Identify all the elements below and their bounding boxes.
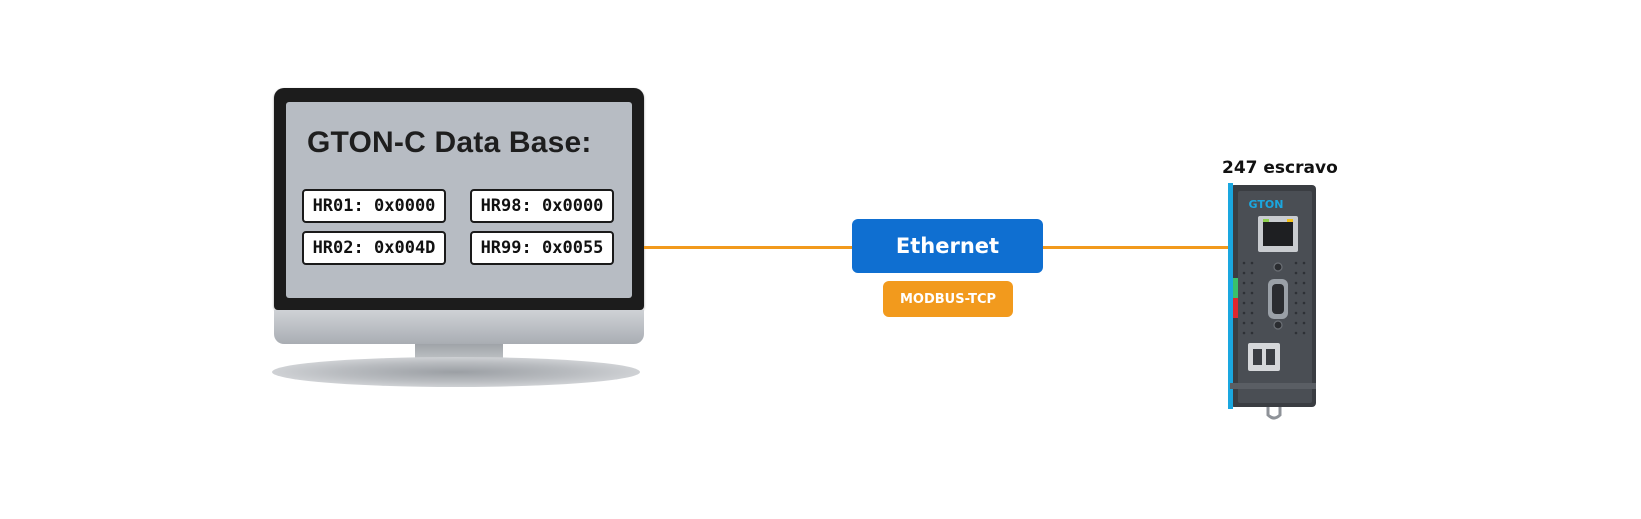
register-hr02: HR02 : 0x004D <box>302 231 446 265</box>
wire-ethernet-to-device <box>1043 246 1232 249</box>
register-value: 0x0000 <box>374 196 436 216</box>
register-hr01: HR01 : 0x0000 <box>302 189 446 223</box>
device-accent-stripe <box>1228 183 1233 409</box>
ethernet-label: Ethernet <box>852 219 1043 273</box>
register-name: HR99 <box>480 238 522 258</box>
protocol-badge: MODBUS-TCP <box>883 281 1013 317</box>
ethernet-port-icon <box>1263 222 1293 246</box>
screw-icon <box>1273 320 1283 330</box>
terminal-slot <box>1253 349 1262 365</box>
monitor-stand-base <box>272 357 640 387</box>
device-brand-logo: GTON <box>1249 198 1284 211</box>
register-separator: : <box>353 196 374 216</box>
serial-port-socket <box>1272 284 1284 314</box>
error-led-strip <box>1230 298 1238 318</box>
slave-device-label: 247 escravo <box>1222 158 1338 178</box>
register-hr98: HR98 : 0x0000 <box>470 189 614 223</box>
terminal-slot <box>1266 349 1275 365</box>
register-name: HR01 <box>312 196 354 216</box>
register-separator: : <box>521 196 542 216</box>
din-rail-mount <box>1230 383 1316 389</box>
device-vent-pattern <box>1242 261 1306 335</box>
port-led <box>1287 219 1293 222</box>
register-value: 0x0055 <box>542 238 604 258</box>
mounting-clip-icon <box>1266 407 1282 420</box>
register-name: HR02 <box>312 238 354 258</box>
power-terminal-icon <box>1248 343 1280 371</box>
register-hr99: HR99 : 0x0055 <box>470 231 614 265</box>
register-value: 0x0000 <box>542 196 604 216</box>
register-separator: : <box>353 238 374 258</box>
port-led <box>1263 219 1269 222</box>
database-title: GTON-C Data Base: <box>307 126 592 159</box>
register-name: HR98 <box>480 196 522 216</box>
wire-monitor-to-ethernet <box>644 246 852 249</box>
monitor-chin <box>274 310 644 344</box>
status-led-strip <box>1230 278 1238 298</box>
register-value: 0x004D <box>374 238 436 258</box>
screw-icon <box>1273 262 1283 272</box>
register-separator: : <box>521 238 542 258</box>
gateway-device-icon: GTON <box>1228 183 1316 420</box>
